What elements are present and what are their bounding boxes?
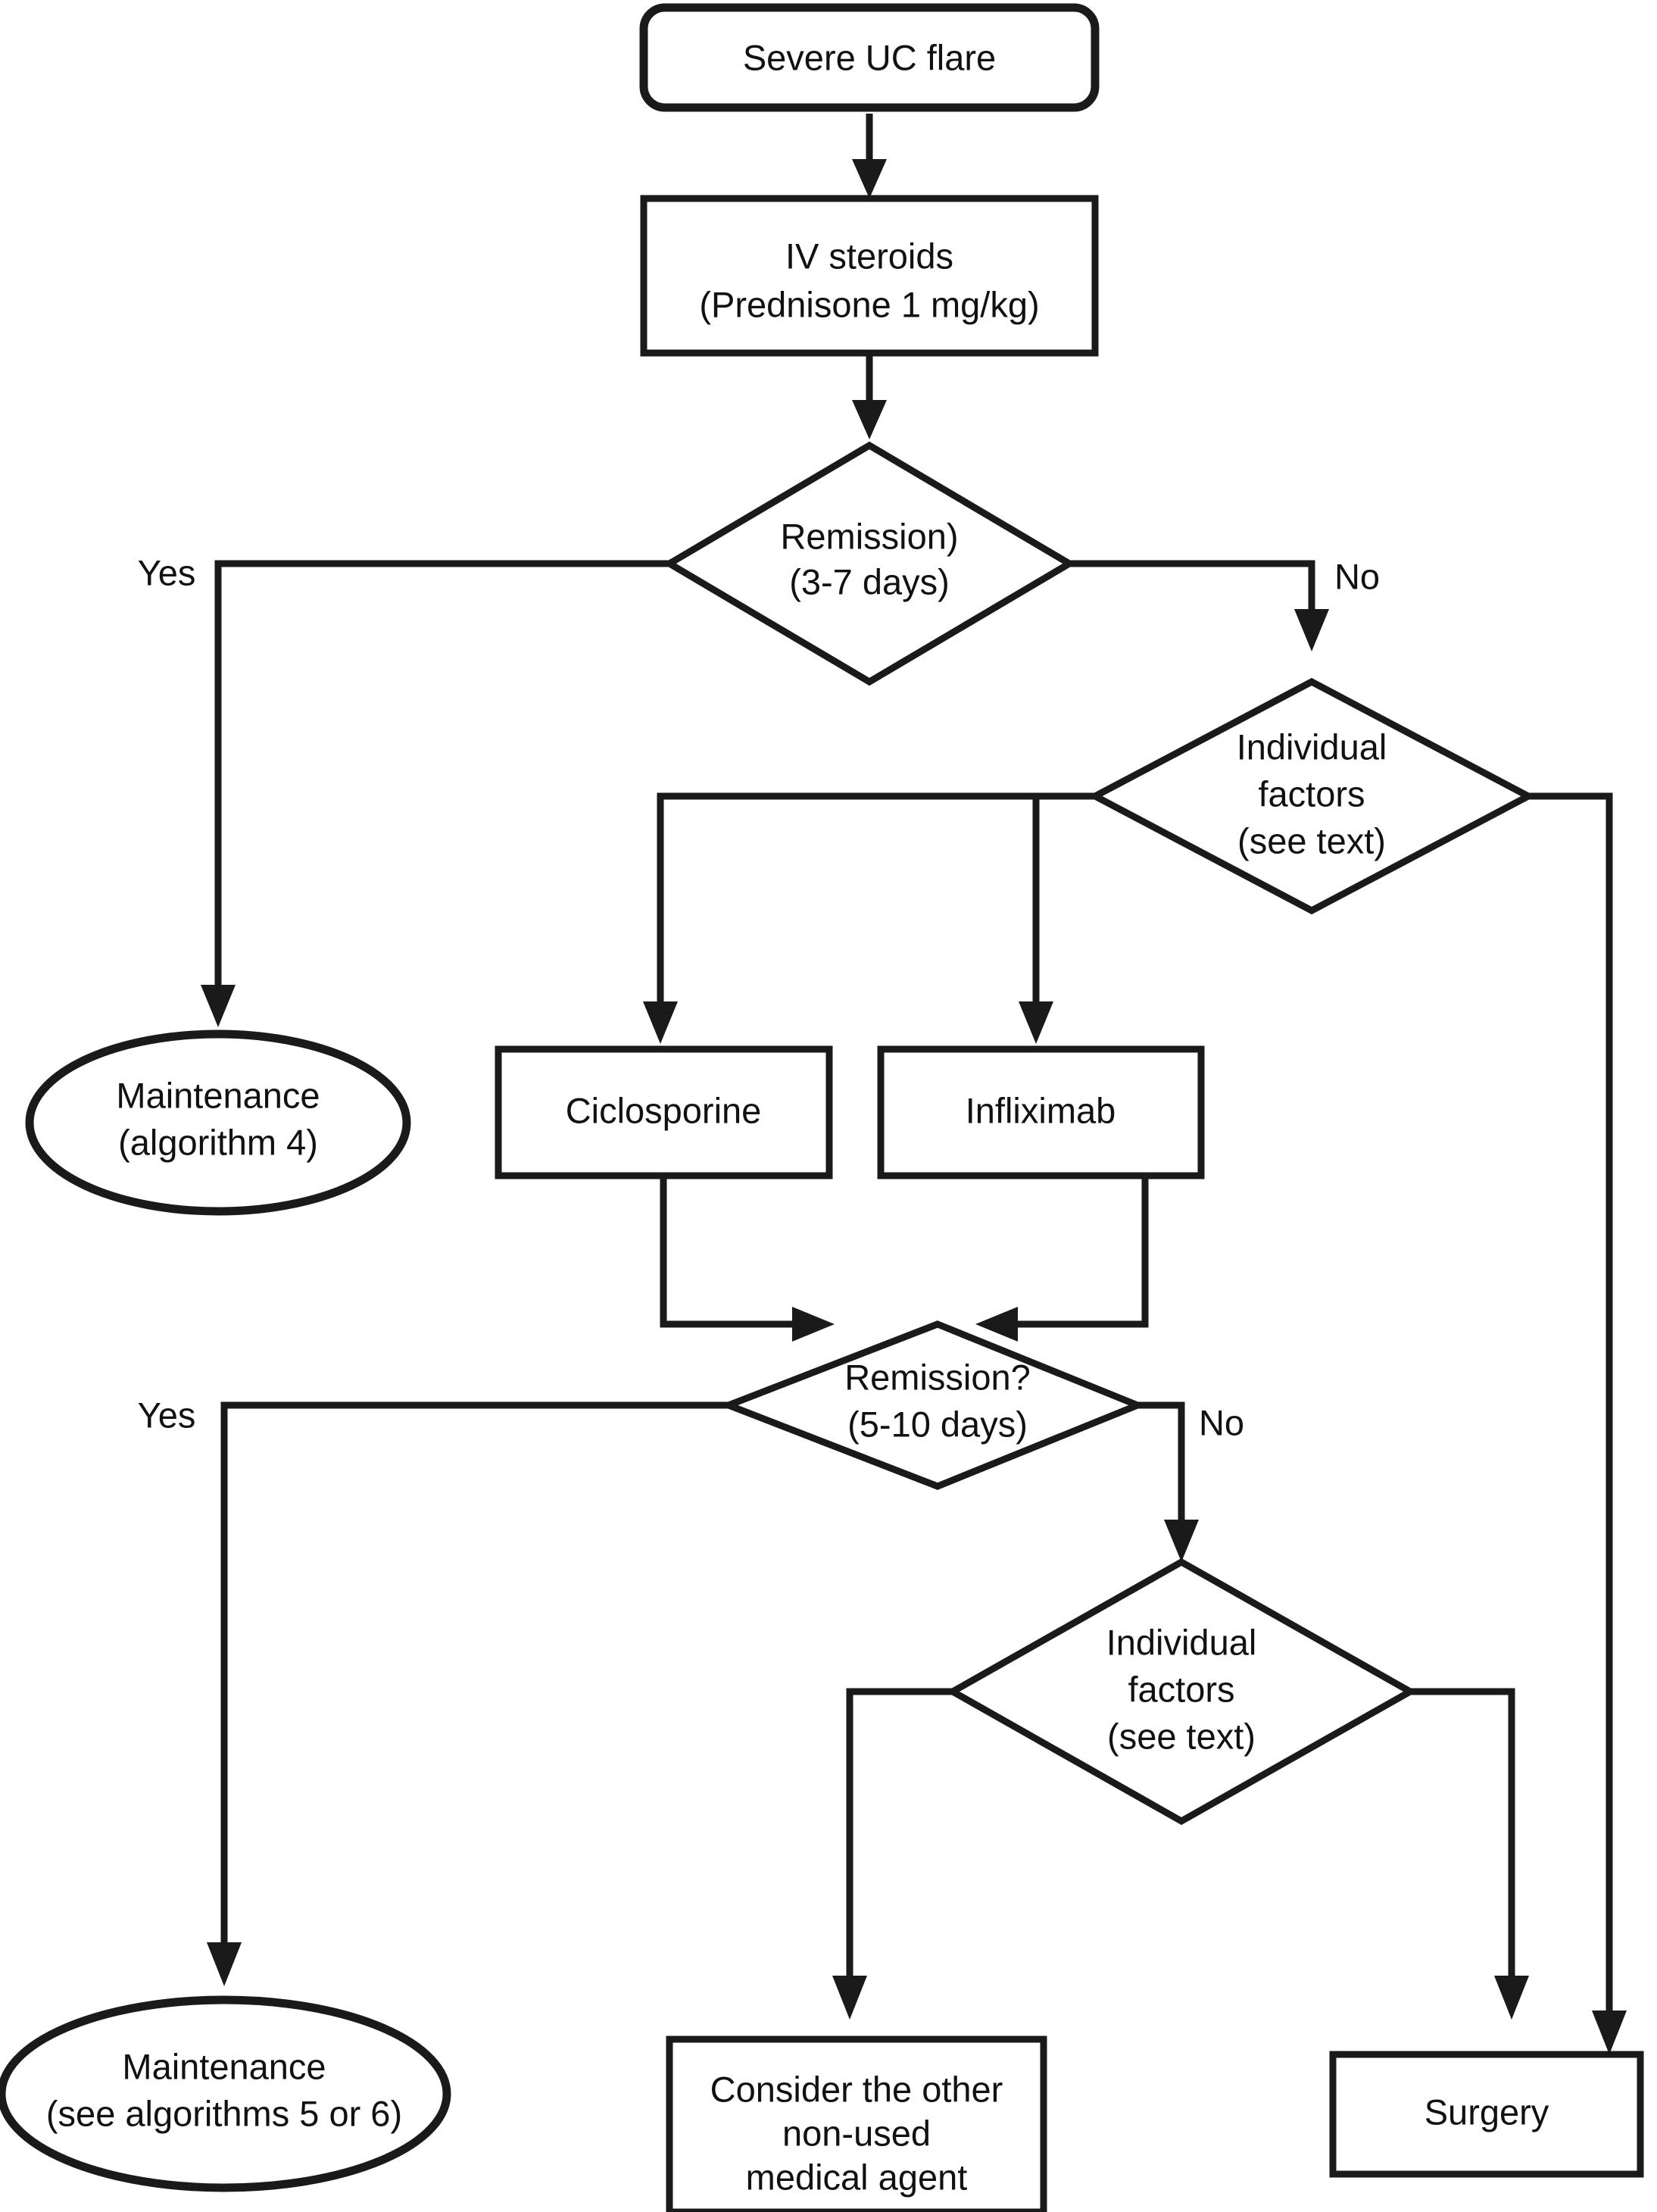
node-individual-factors-1-line-2: (see text) (1237, 820, 1386, 861)
node-iv-steroids-shape (640, 195, 1099, 357)
edge-label-no-2: No (1199, 1402, 1244, 1442)
node-severe-uc-flare-shape (639, 3, 1100, 112)
node-iv-steroids[interactable]: IV steroids (Prednisone 1 mg/kg) (640, 195, 1099, 357)
node-consider-other-agent-line-1: non-used (782, 2113, 931, 2153)
node-individual-factors-1-line-0: Individual (1237, 726, 1387, 767)
node-ciclosporine-line-0: Ciclosporine (566, 1090, 762, 1130)
node-individual-factors-2-line-0: Individual (1106, 1622, 1257, 1662)
node-maintenance-2-shape (0, 1995, 451, 2192)
node-ciclosporine-shape (495, 1045, 833, 1179)
edge-label-no-1: No (1334, 556, 1380, 596)
node-surgery-shape (1329, 2051, 1644, 2178)
edge-remission2-yes-to-maintenance2 (207, 1401, 729, 1986)
node-maintenance-1[interactable]: Maintenance (algorithm 4) (25, 1029, 411, 1216)
edge-factors2-to-surgery (1410, 1688, 1529, 2020)
node-remission-1[interactable]: Remission) (3-7 days) (663, 441, 1076, 686)
edge-steroids-to-remission1 (852, 353, 887, 439)
node-individual-factors-2-shape (945, 1557, 1418, 1826)
edge-ciclosporine-to-remission2 (660, 1176, 835, 1342)
edge-infliximab-to-remission2 (975, 1176, 1149, 1342)
node-infliximab-line-0: Infliximab (966, 1090, 1116, 1130)
node-consider-other-agent-line-2: medical agent (746, 2157, 968, 2197)
edge-remission2-no-to-factors2 (1137, 1401, 1199, 1562)
node-individual-factors-1-line-1: factors (1258, 773, 1365, 814)
node-remission-2[interactable]: Remission? (5-10 days) (719, 1320, 1147, 1490)
edge-remission1-yes-to-maintenance1 (201, 560, 673, 1027)
node-ciclosporine[interactable]: Ciclosporine (495, 1045, 833, 1179)
edge-factors1-to-infliximab (1019, 796, 1053, 1044)
node-remission-2-line-0: Remission? (844, 1357, 1031, 1397)
node-iv-steroids-line-0: IV steroids (785, 236, 953, 276)
node-consider-other-agent-shape (666, 2035, 1047, 2212)
edge-remission1-no-to-factors1 (1069, 560, 1329, 651)
node-remission-2-line-1: (5-10 days) (847, 1404, 1028, 1444)
edge-start-to-steroids (852, 114, 887, 198)
edge-factors2-to-otheragent (832, 1688, 953, 2020)
node-individual-factors-1[interactable]: Individual factors (see text) (1088, 677, 1536, 915)
edge-label-yes-1: Yes (138, 552, 196, 592)
edge-factors1-to-ciclosporine (643, 792, 1095, 1044)
node-maintenance-1-line-0: Maintenance (116, 1075, 320, 1115)
node-severe-uc-flare[interactable]: Severe UC flare (639, 3, 1100, 112)
node-maintenance-2-line-0: Maintenance (122, 2046, 326, 2086)
node-severe-uc-flare-line-0: Severe UC flare (743, 37, 996, 77)
node-individual-factors-2[interactable]: Individual factors (see text) (945, 1557, 1418, 1826)
node-maintenance-1-line-1: (algorithm 4) (118, 1122, 318, 1162)
node-remission-1-line-1: (3-7 days) (789, 561, 950, 601)
node-individual-factors-1-shape (1088, 677, 1536, 915)
node-surgery-line-0: Surgery (1425, 2092, 1549, 2132)
node-infliximab[interactable]: Infliximab (877, 1045, 1205, 1179)
edge-label-yes-2: Yes (138, 1395, 196, 1435)
node-remission-1-shape (663, 441, 1076, 686)
node-individual-factors-2-line-1: factors (1128, 1669, 1234, 1709)
node-infliximab-shape (877, 1045, 1205, 1179)
node-consider-other-agent-line-0: Consider the other (710, 2069, 1003, 2109)
node-consider-other-agent[interactable]: Consider the other non-used medical agen… (666, 2035, 1047, 2212)
edge-factors1-to-surgery (1528, 792, 1627, 2054)
node-iv-steroids-line-1: (Prednisone 1 mg/kg) (699, 284, 1039, 324)
node-individual-factors-2-line-2: (see text) (1107, 1716, 1256, 1756)
node-maintenance-2[interactable]: Maintenance (see algorithms 5 or 6) (0, 1995, 451, 2192)
node-maintenance-2-line-1: (see algorithms 5 or 6) (46, 2093, 402, 2133)
node-maintenance-1-shape (25, 1029, 411, 1216)
node-surgery[interactable]: Surgery (1329, 2051, 1644, 2178)
node-remission-1-line-0: Remission) (780, 516, 958, 556)
node-remission-2-shape (719, 1320, 1147, 1490)
